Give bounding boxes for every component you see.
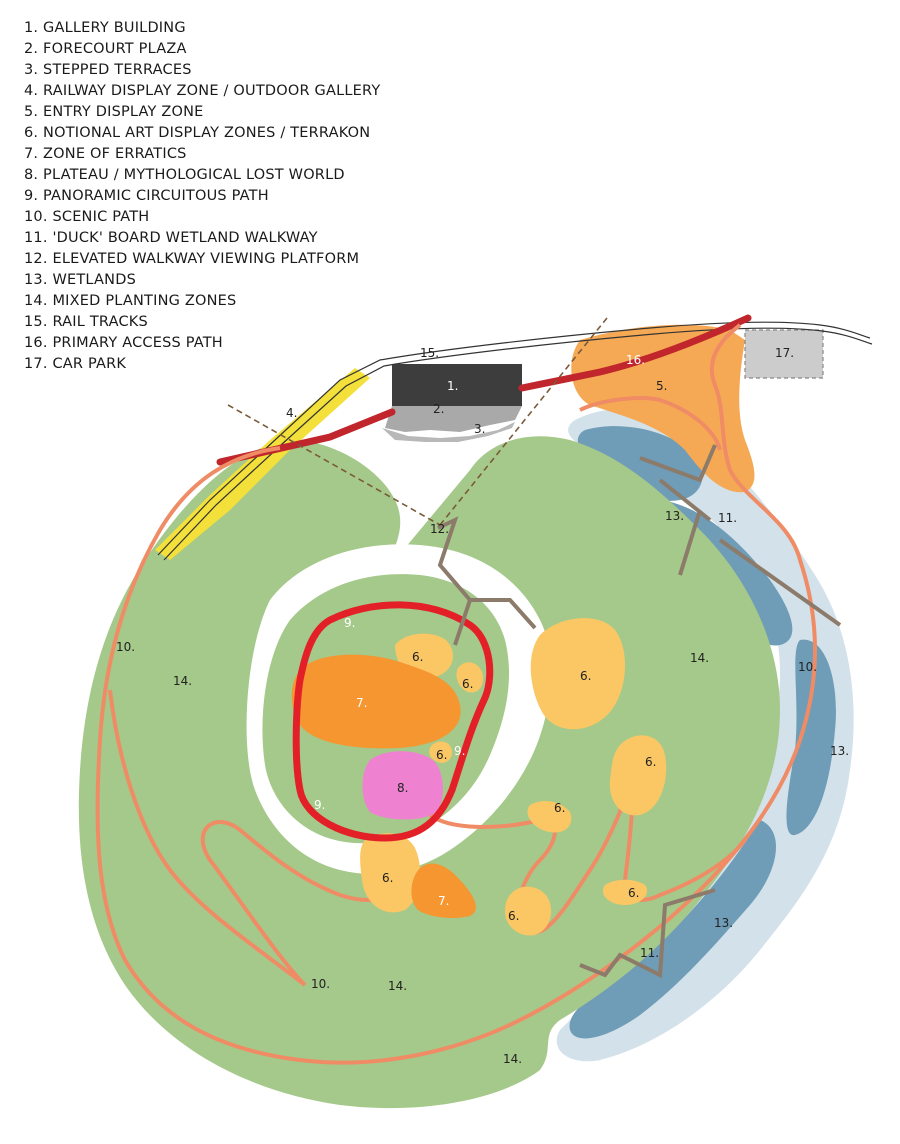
legend-item: 17. CAR PARK [24, 356, 127, 372]
art-display-zone [456, 662, 484, 693]
art-display-zone [429, 741, 452, 763]
label-access-path: 16. [626, 353, 645, 367]
label-circuitous-path: 9. [314, 798, 325, 812]
label-erratics: 7. [438, 894, 449, 908]
forecourt-plaza [385, 406, 522, 432]
label-elevated-walkway: 12. [430, 522, 449, 536]
label-art-zone: 6. [628, 886, 639, 900]
label-art-zone: 6. [508, 909, 519, 923]
label-terraces: 3. [474, 422, 485, 436]
legend-item: 15. RAIL TRACKS [24, 314, 148, 330]
legend-item: 12. ELEVATED WALKWAY VIEWING PLATFORM [24, 251, 360, 267]
label-duckboard: 11. [640, 946, 659, 960]
legend-item: 2. FORECOURT PLAZA [24, 41, 187, 57]
label-circuitous-path: 9. [454, 744, 465, 758]
art-display-zone [602, 879, 648, 905]
label-erratics: 7. [356, 696, 367, 710]
wetland-water [569, 820, 777, 1039]
circuitous-path [292, 601, 494, 842]
label-duckboard: 11. [718, 511, 737, 525]
duckboard-walkway [639, 444, 842, 627]
label-gallery: 1. [447, 379, 458, 393]
label-circuitous-path: 9. [344, 616, 355, 630]
legend-item: 11. 'DUCK' BOARD WETLAND WALKWAY [24, 230, 318, 246]
legend-item: 6. NOTIONAL ART DISPLAY ZONES / TERRAKON [24, 125, 371, 141]
label-rail-tracks: 15. [420, 346, 439, 360]
legend-item: 13. WETLANDS [24, 272, 136, 288]
label-railway-zone: 4. [286, 406, 297, 420]
label-car-park: 17. [775, 346, 794, 360]
scenic-path [579, 396, 722, 451]
label-scenic-path: 10. [798, 660, 817, 674]
label-art-zone: 6. [412, 650, 423, 664]
art-display-zone [360, 833, 421, 913]
rail-tracks [163, 327, 873, 561]
label-art-zone: 6. [436, 748, 447, 762]
label-planting: 14. [503, 1052, 522, 1066]
wetland-water [786, 639, 836, 836]
legend-item: 3. STEPPED TERRACES [24, 62, 192, 78]
legend-item: 9. PANORAMIC CIRCUITOUS PATH [24, 188, 269, 204]
label-wetlands: 13. [665, 509, 684, 523]
label-scenic-path: 10. [116, 640, 135, 654]
plateau-zone [362, 751, 444, 820]
art-display-zone [609, 735, 667, 816]
legend-item: 14. MIXED PLANTING ZONES [24, 293, 237, 309]
view-line [227, 404, 441, 526]
art-display-zone [505, 886, 552, 936]
label-scenic-path: 10. [311, 977, 330, 991]
legend-item: 16. PRIMARY ACCESS PATH [24, 335, 223, 351]
label-wetlands: 13. [714, 916, 733, 930]
gallery-building [392, 364, 522, 406]
wetlands-zone [556, 408, 854, 1062]
erratics-zone [291, 654, 461, 749]
art-display-zone [530, 618, 626, 730]
legend-item: 4. RAILWAY DISPLAY ZONE / OUTDOOR GALLER… [24, 83, 381, 99]
rail-tracks [157, 321, 871, 556]
label-planting: 14. [690, 651, 709, 665]
label-forecourt: 2. [433, 402, 444, 416]
label-art-zone: 6. [645, 755, 656, 769]
label-entry-zone: 5. [656, 379, 667, 393]
view-line [439, 317, 608, 526]
stepped-terraces [382, 422, 515, 442]
art-display-zone [527, 800, 572, 833]
label-art-zone: 6. [382, 871, 393, 885]
label-art-zone: 6. [580, 669, 591, 683]
duckboard-walkway [579, 888, 716, 979]
car-park [744, 329, 824, 379]
label-planting: 14. [173, 674, 192, 688]
legend-item: 10. SCENIC PATH [24, 209, 150, 225]
elevated-walkway [437, 516, 537, 646]
label-plateau: 8. [397, 781, 408, 795]
label-art-zone: 6. [554, 801, 565, 815]
scenic-path [95, 323, 817, 1065]
label-planting: 14. [388, 979, 407, 993]
legend-item: 1. GALLERY BUILDING [24, 20, 186, 36]
map-legend: 1. GALLERY BUILDING 2. FORECOURT PLAZA 3… [24, 18, 380, 375]
legend-item: 5. ENTRY DISPLAY ZONE [24, 104, 204, 120]
erratics-zone [411, 863, 476, 918]
label-wetlands: 13. [830, 744, 849, 758]
legend-item: 8. PLATEAU / MYTHOLOGICAL LOST WORLD [24, 167, 345, 183]
wetland-water [577, 426, 703, 501]
label-art-zone: 6. [462, 677, 473, 691]
legend-item: 7. ZONE OF ERRATICS [24, 146, 187, 162]
